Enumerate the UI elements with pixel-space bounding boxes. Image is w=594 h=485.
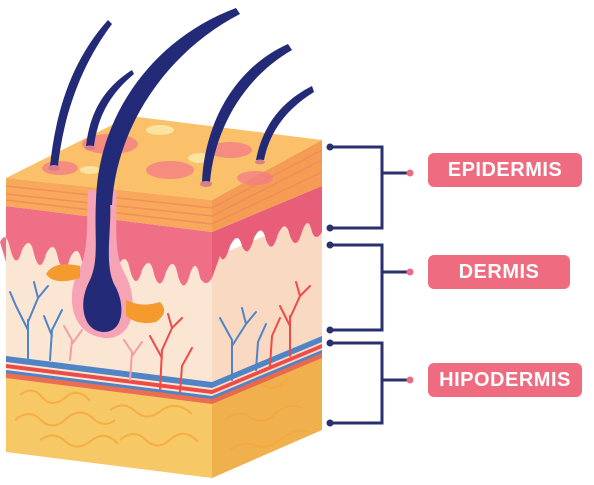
bracket-dermis <box>330 245 408 330</box>
label-dermis: DERMIS <box>428 255 570 289</box>
label-hipodermis: HIPODERMIS <box>428 363 582 397</box>
label-epidermis: EPIDERMIS <box>428 153 582 187</box>
label-connector-dots <box>407 170 414 384</box>
bracket-epidermis <box>330 147 408 228</box>
bracket-hipodermis <box>330 343 408 423</box>
bracket-endpoints <box>327 144 334 427</box>
